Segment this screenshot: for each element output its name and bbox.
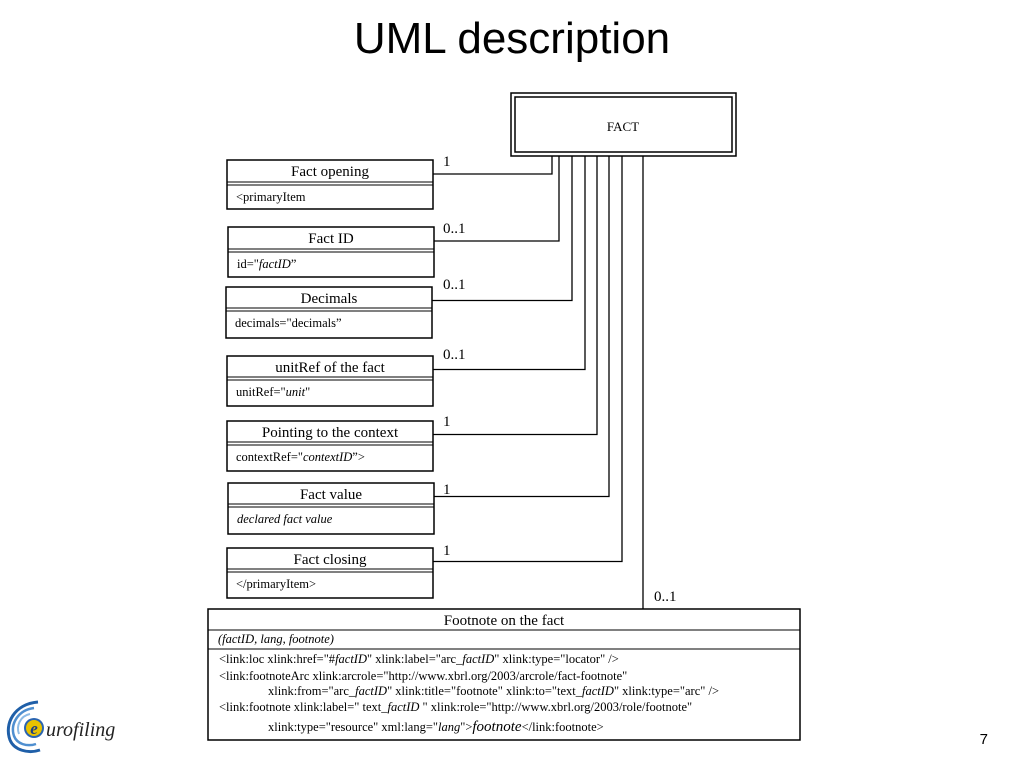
text-run: declared fact value [237,512,333,526]
text-run: <link:footnote xlink:label=" text_ [219,700,388,714]
slide-title: UML description [353,14,671,63]
text-run: factID [259,257,291,271]
class-name: Fact closing [294,552,367,568]
multiplicity-label: 1 [443,482,451,498]
uml-class-2: Fact ID id="factID” [227,226,435,278]
class-attribute: </primaryItem> [236,577,316,591]
association-line [433,156,598,436]
footnote-class: Footnote on the fact (factID, lang, footn… [207,608,801,741]
class-attribute: contextRef="contextID”> [236,450,365,464]
association-line [434,156,560,242]
uml-class-6: Fact value declared fact value [227,482,435,535]
text-run: xlink:type="resource" xml:lang=" [268,720,438,734]
text-run: " xlink:title="footnote" xlink:to="text_ [387,684,583,698]
text-run: " xlink:label="arc_ [367,652,463,666]
class-box [225,286,433,339]
class-box [227,482,435,535]
text-run: unitRef=" [236,385,286,399]
multiplicity-label: 1 [443,154,451,170]
footnote-class-name: Footnote on the fact [444,613,565,629]
class-box [226,420,434,472]
text-run: ” [291,257,297,271]
class-attribute: unitRef="unit" [236,385,310,399]
page-number: 7 [979,731,988,748]
logo-letter: e [30,719,38,738]
connectors-layer: 1 0..1 0..1 0..1 1 1 1 0..1 [432,154,677,609]
class-attribute: declared fact value [237,512,333,526]
association-line [433,156,623,563]
class-box [226,355,434,407]
class-attribute: decimals="decimals” [235,316,342,330]
text-run: factID [335,652,367,666]
text-run: "> [460,720,472,734]
uml-class-1: Fact opening <primaryItem [226,159,434,210]
multiplicity-label: 0..1 [443,277,466,293]
text-run: unit [286,385,306,399]
class-name: unitRef of the fact [275,360,385,376]
text-run: lang [438,720,460,734]
text-run: decimals="decimals” [235,316,342,330]
logo-text: urofiling [46,719,115,741]
association-line [432,156,573,302]
text-run: " xlink:type="locator" /> [494,652,619,666]
text-run: </primaryItem> [236,577,316,591]
class-box [226,547,434,599]
association-line [433,156,586,371]
text-run: xlink:from="arc_ [268,684,356,698]
footnote-code-line: <link:footnoteArc xlink:arcrole="http://… [219,669,627,683]
multiplicity-label: 1 [443,543,451,559]
uml-class-7: Fact closing </primaryItem> [226,547,434,599]
text-run: factID [355,684,387,698]
text-run: footnote [472,719,522,735]
footnote-code-line: <link:footnote xlink:label=" text_factID… [219,700,692,714]
text-run: factID [387,700,419,714]
text-run: ”> [352,450,365,464]
uml-class-4: unitRef of the fact unitRef="unit" [226,355,434,407]
text-run: <primaryItem [236,190,306,204]
class-name: Decimals [301,291,358,307]
footnote-code-line: xlink:type="resource" xml:lang="lang">fo… [268,719,604,735]
multiplicity-label: 0..1 [654,589,677,605]
class-attribute: <primaryItem [236,190,306,204]
association-line [434,156,610,498]
uml-class-3: Decimals decimals="decimals” [225,286,433,339]
multiplicity-label: 1 [443,414,451,430]
text-run: contextRef=" [236,450,303,464]
text-run: id=" [237,257,259,271]
class-box [207,608,801,741]
class-name: Fact opening [291,164,369,180]
text-run: </link:footnote> [522,720,604,734]
footnote-params: (factID, lang, footnote) [218,632,334,646]
fact-class-name: FACT [607,119,639,134]
class-name: Pointing to the context [262,425,399,441]
text-run: factID [462,652,494,666]
footnote-code-line: xlink:from="arc_factID" xlink:title="foo… [268,684,719,698]
text-run: factID [582,684,614,698]
text-run: " [305,385,310,399]
text-run: <link:footnoteArc xlink:arcrole="http://… [219,669,627,683]
class-name: Fact value [300,487,362,503]
multiplicity-label: 0..1 [443,221,466,237]
footnote-code-line: <link:loc xlink:href="#factID" xlink:lab… [219,652,619,666]
text-run: <link:loc xlink:href="# [219,652,336,666]
class-attribute: id="factID” [237,257,296,271]
association-line [433,156,553,175]
fact-class: FACT [510,92,737,157]
text-run: contextID [303,450,352,464]
eurofiling-logo: e urofiling [6,700,115,754]
text-run: " xlink:role="http://www.xbrl.org/2003/r… [419,700,692,714]
multiplicity-label: 0..1 [443,347,466,363]
text-run: " xlink:type="arc" /> [614,684,719,698]
class-name: Fact ID [308,231,354,247]
logo-swirl-icon [6,700,44,754]
uml-class-5: Pointing to the context contextRef="conte… [226,420,434,472]
